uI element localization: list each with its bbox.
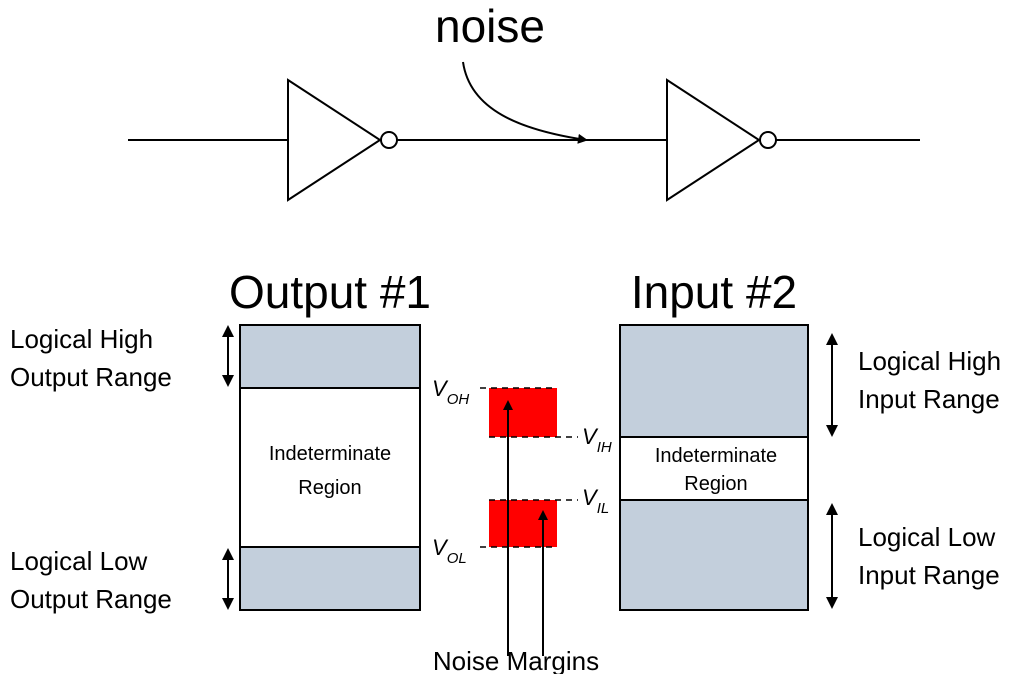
- inverter-2-bubble-icon: [759, 131, 777, 149]
- input-high-label-line2: Input Range: [858, 384, 1000, 414]
- input-low-range: [620, 500, 808, 610]
- input-low-arrow-icon: [826, 503, 838, 609]
- inverter-chain: [128, 61, 920, 202]
- output-region-line2: Region: [298, 477, 361, 499]
- vih-sub: IH: [597, 439, 612, 456]
- input-high-arrow-icon: [826, 333, 838, 437]
- output-low-range: [240, 547, 420, 610]
- input-range-box: Indeterminate Region: [619, 324, 809, 611]
- inverter-1-bubble-icon: [380, 131, 398, 149]
- input-title: Input #2: [631, 266, 797, 318]
- noise-label: noise: [435, 0, 545, 52]
- vih-base: V: [582, 424, 599, 449]
- output-box-outline: [239, 324, 421, 611]
- output-region-line1: Indeterminate: [269, 443, 391, 465]
- vil-label: VIL: [582, 485, 609, 517]
- voh-base: V: [432, 376, 449, 401]
- low-noise-margin: [489, 500, 557, 547]
- output-high-arrow-icon: [222, 325, 234, 387]
- input-low-label-line1: Logical Low: [858, 522, 996, 552]
- vih-label: VIH: [582, 424, 612, 456]
- high-noise-margin: [489, 388, 557, 437]
- input-low-label-line2: Input Range: [858, 560, 1000, 590]
- output-title: Output #1: [229, 266, 431, 318]
- vil-base: V: [582, 485, 599, 510]
- input-region-line2: Region: [684, 473, 747, 495]
- vil-sub: IL: [597, 500, 610, 517]
- output-low-arrow-icon: [222, 548, 234, 610]
- output-low-label-line2: Output Range: [10, 584, 172, 614]
- noise-arrow-icon: [462, 61, 588, 144]
- noise-margins-label: Noise Margins: [433, 646, 599, 674]
- input-high-label-line1: Logical High: [858, 346, 1001, 376]
- output-high-label-line1: Logical High: [10, 324, 153, 354]
- output-range-box: Indeterminate Region: [239, 324, 421, 611]
- output-high-range: [240, 325, 420, 388]
- input-box-outline: [619, 324, 809, 611]
- inverter-2-icon: [666, 78, 761, 202]
- reference-dashes: [480, 387, 578, 548]
- output-low-label-line1: Logical Low: [10, 546, 148, 576]
- inverter-1-icon: [287, 78, 382, 202]
- vol-base: V: [432, 535, 449, 560]
- voh-label: VOH: [432, 376, 469, 408]
- voh-sub: OH: [447, 391, 470, 408]
- input-high-range: [620, 325, 808, 437]
- vol-label: VOL: [432, 535, 467, 567]
- output-high-label-line2: Output Range: [10, 362, 172, 392]
- vol-sub: OL: [447, 550, 467, 567]
- input-region-line1: Indeterminate: [655, 445, 777, 467]
